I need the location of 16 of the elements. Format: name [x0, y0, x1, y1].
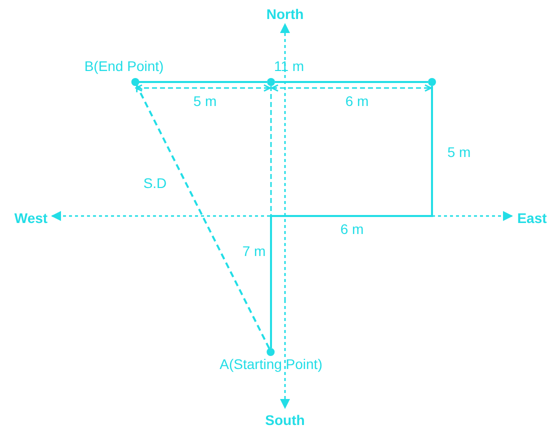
distance-label: 6 m	[344, 93, 370, 109]
edge-label: S.D	[142, 175, 168, 191]
point-label: B(End Point)	[84, 58, 164, 74]
direction-label: West	[13, 210, 49, 226]
direction-label: East	[516, 210, 548, 226]
direction-label: South	[264, 412, 306, 428]
point-label: A(Starting Point)	[220, 356, 322, 372]
path-line	[139, 81, 267, 83]
distance-label: 5 m	[192, 93, 218, 109]
distance-label: 6 m	[339, 221, 365, 237]
path-line	[275, 81, 428, 83]
path-line	[270, 86, 433, 348]
distance-label: 7 m	[241, 243, 267, 259]
direction-label: North	[265, 6, 305, 22]
distance-label: 5 m	[446, 144, 472, 160]
dashed-arrow	[136, 84, 270, 349]
